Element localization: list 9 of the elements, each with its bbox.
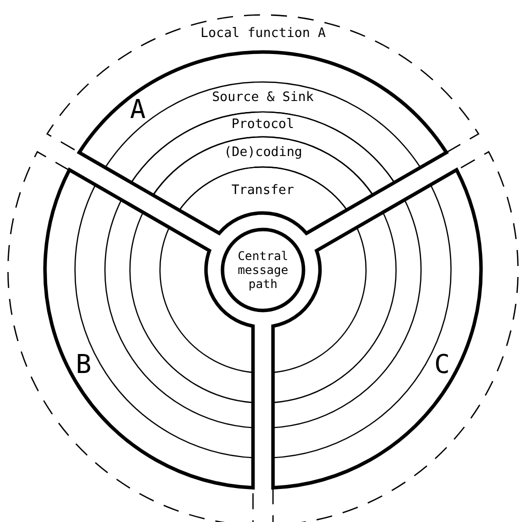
center-label: Central message path <box>236 249 290 291</box>
band-label: Protocol <box>231 117 294 132</box>
band-label: Transfer <box>231 182 294 198</box>
region-label: Local function A <box>200 26 326 40</box>
band-label: Source & Sink <box>212 90 314 104</box>
sector-letter: B <box>76 350 92 380</box>
sector-letter: C <box>434 350 450 380</box>
sector-letter: A <box>130 95 146 126</box>
band-label: (De)coding <box>224 144 302 160</box>
